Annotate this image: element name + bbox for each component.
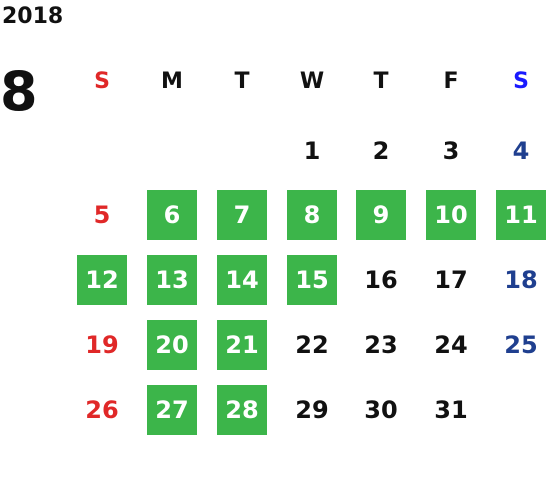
month-number: 8 bbox=[0, 60, 38, 123]
day-cell-22[interactable]: 22 bbox=[295, 331, 329, 359]
day-cell-19[interactable]: 19 bbox=[85, 331, 119, 359]
weekday-header-sunday: S bbox=[94, 68, 110, 94]
day-cell-17[interactable]: 17 bbox=[434, 266, 468, 294]
day-cell-29[interactable]: 29 bbox=[295, 396, 329, 424]
day-cell-4[interactable]: 4 bbox=[512, 137, 530, 165]
day-cell-25[interactable]: 25 bbox=[504, 331, 538, 359]
day-cell-27[interactable]: 27 bbox=[147, 385, 197, 435]
day-cell-10[interactable]: 10 bbox=[426, 190, 476, 240]
day-cell-6[interactable]: 6 bbox=[147, 190, 197, 240]
day-cell-2[interactable]: 2 bbox=[372, 137, 390, 165]
day-cell-28[interactable]: 28 bbox=[217, 385, 267, 435]
year-label: 2018 bbox=[2, 4, 64, 29]
day-cell-1[interactable]: 1 bbox=[303, 137, 321, 165]
day-cell-23[interactable]: 23 bbox=[364, 331, 398, 359]
day-cell-8[interactable]: 8 bbox=[287, 190, 337, 240]
day-cell-31[interactable]: 31 bbox=[434, 396, 468, 424]
weekday-header-saturday: S bbox=[513, 68, 529, 94]
weekday-header-friday: F bbox=[443, 68, 459, 94]
day-cell-13[interactable]: 13 bbox=[147, 255, 197, 305]
weekday-header-monday: M bbox=[161, 68, 183, 94]
day-cell-15[interactable]: 15 bbox=[287, 255, 337, 305]
weekday-header-wednesday: W bbox=[299, 68, 325, 94]
weekday-header-thursday: T bbox=[373, 68, 389, 94]
day-cell-14[interactable]: 14 bbox=[217, 255, 267, 305]
day-cell-3[interactable]: 3 bbox=[442, 137, 460, 165]
day-cell-26[interactable]: 26 bbox=[85, 396, 119, 424]
day-cell-9[interactable]: 9 bbox=[356, 190, 406, 240]
day-cell-16[interactable]: 16 bbox=[364, 266, 398, 294]
day-cell-21[interactable]: 21 bbox=[217, 320, 267, 370]
weekday-header-tuesday: T bbox=[234, 68, 250, 94]
day-cell-24[interactable]: 24 bbox=[434, 331, 468, 359]
day-cell-11[interactable]: 11 bbox=[496, 190, 546, 240]
day-cell-7[interactable]: 7 bbox=[217, 190, 267, 240]
day-cell-30[interactable]: 30 bbox=[364, 396, 398, 424]
day-cell-20[interactable]: 20 bbox=[147, 320, 197, 370]
day-cell-12[interactable]: 12 bbox=[77, 255, 127, 305]
day-cell-5[interactable]: 5 bbox=[93, 201, 111, 229]
day-cell-18[interactable]: 18 bbox=[504, 266, 538, 294]
